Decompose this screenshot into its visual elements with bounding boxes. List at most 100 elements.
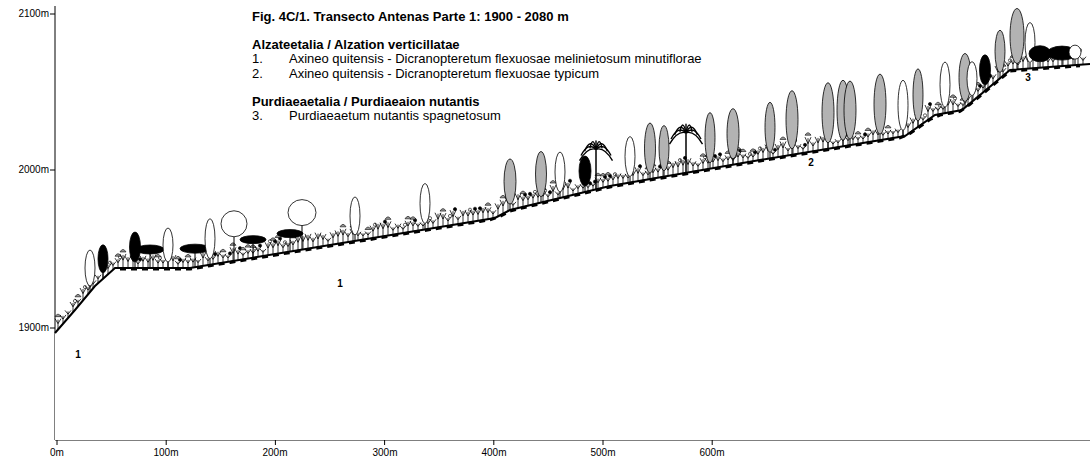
shrub-tuft xyxy=(440,213,446,226)
shrub-tuft xyxy=(295,236,301,250)
fern-frond xyxy=(950,95,956,98)
shrub-tuft xyxy=(155,259,161,268)
palm-frond xyxy=(671,130,686,139)
fern-frond xyxy=(410,217,416,220)
y-tick xyxy=(50,170,55,171)
fern-frond xyxy=(75,294,81,297)
axis-label: 200m xyxy=(262,448,287,458)
shrub-tuft xyxy=(610,175,616,185)
shrub-tuft xyxy=(265,242,271,255)
shrub-leaf xyxy=(803,143,806,146)
tree-crown xyxy=(205,219,215,259)
fern-frond xyxy=(220,249,226,252)
shrub-tuft xyxy=(815,137,821,151)
shrub-leaf xyxy=(403,223,406,226)
tree-crown xyxy=(136,245,164,254)
axis-label: 1900m xyxy=(18,323,49,333)
shrub-tuft xyxy=(245,249,251,258)
shrub-tuft xyxy=(200,252,206,266)
tree-crown xyxy=(1069,45,1081,59)
shrub-tuft xyxy=(160,259,166,268)
label-text: Purdiaeaetum nutantis spagnetosum xyxy=(289,109,501,122)
tree-trunk xyxy=(195,253,196,267)
x-tick xyxy=(493,440,494,445)
axis-label: 2100m xyxy=(18,9,49,19)
shrub-leaf xyxy=(923,114,926,117)
figure-title: Fig. 4C/1. Transecto Antenas Parte 1: 19… xyxy=(252,10,569,23)
shrub-tuft xyxy=(125,256,131,268)
tree-crown xyxy=(221,211,247,237)
shrub-tuft xyxy=(460,210,466,223)
axis-label: 0m xyxy=(50,448,64,458)
fern-frond xyxy=(440,209,446,212)
callout-number: 1 xyxy=(75,350,81,360)
shrub-tuft xyxy=(405,221,411,232)
axis-label: 600m xyxy=(699,448,724,458)
shrub-tuft xyxy=(780,141,786,156)
fern-frond xyxy=(520,191,526,194)
tree-crown xyxy=(898,80,908,130)
shrub-tuft xyxy=(465,211,471,223)
shrub-leaf xyxy=(928,102,931,105)
x-tick xyxy=(384,440,385,445)
tree-crown xyxy=(995,30,1005,72)
tree-crown xyxy=(705,113,715,163)
tree-trunk xyxy=(302,226,303,250)
shrub-leaf xyxy=(448,214,451,217)
fern-frond xyxy=(230,243,236,246)
shrub-tuft xyxy=(340,229,346,243)
fern-frond xyxy=(605,172,611,175)
tree-crown xyxy=(536,152,547,197)
label-text: Axineo quitensis - Dicranopteretum flexu… xyxy=(289,52,702,65)
palm-trunk xyxy=(685,133,687,173)
tree-crown xyxy=(98,245,108,273)
shrub-tuft xyxy=(215,251,221,264)
tree-trunk xyxy=(290,238,291,252)
shrub-tuft xyxy=(370,226,376,238)
tree-crown xyxy=(288,200,316,226)
fern-frond xyxy=(780,137,786,140)
shrub-tuft xyxy=(615,173,621,184)
fern-frond xyxy=(120,249,126,252)
shrub-tuft xyxy=(305,234,311,249)
shrub-leaf xyxy=(548,191,551,194)
axis-label: 400m xyxy=(481,448,506,458)
shrub-tuft xyxy=(450,210,456,225)
shrub-leaf xyxy=(773,148,776,151)
fern-frond xyxy=(805,133,811,136)
shrub-tuft xyxy=(395,224,401,234)
shrub-tuft xyxy=(470,210,476,222)
shrub-tuft xyxy=(385,221,391,235)
fern-frond xyxy=(485,203,491,206)
x-tick xyxy=(57,440,58,445)
ground-fill xyxy=(55,64,1090,440)
heading-text: Purdiaeaetalia / Purdiaeaion nutantis xyxy=(252,95,480,108)
shrub-tuft xyxy=(515,193,521,208)
x-tick xyxy=(712,440,713,445)
fern-frond xyxy=(340,224,346,227)
shrub-tuft xyxy=(380,223,386,237)
shrub-tuft xyxy=(120,254,126,268)
tree-crown xyxy=(85,250,95,286)
shrub-tuft xyxy=(565,182,571,196)
shrub-tuft xyxy=(525,195,531,206)
palm-frond xyxy=(686,132,703,144)
label-text: 3. xyxy=(252,109,263,122)
tree-crown xyxy=(579,156,591,186)
tree-crown xyxy=(967,62,977,96)
shrub-tuft xyxy=(485,207,491,219)
fern-frond xyxy=(155,254,161,257)
shrub-tuft xyxy=(1080,57,1086,65)
fern-frond xyxy=(740,149,746,152)
axis-label: 300m xyxy=(372,448,397,458)
tree-trunk xyxy=(150,254,151,268)
shrub-tuft xyxy=(235,249,241,260)
fern-frond xyxy=(365,227,371,230)
tree-crown xyxy=(844,81,856,139)
palm-frond xyxy=(581,147,596,156)
palm-frond xyxy=(680,125,686,133)
palm-frond xyxy=(590,142,596,150)
tree-crown xyxy=(940,62,950,107)
shrub-tuft xyxy=(795,144,801,153)
tree-crown xyxy=(277,230,303,238)
